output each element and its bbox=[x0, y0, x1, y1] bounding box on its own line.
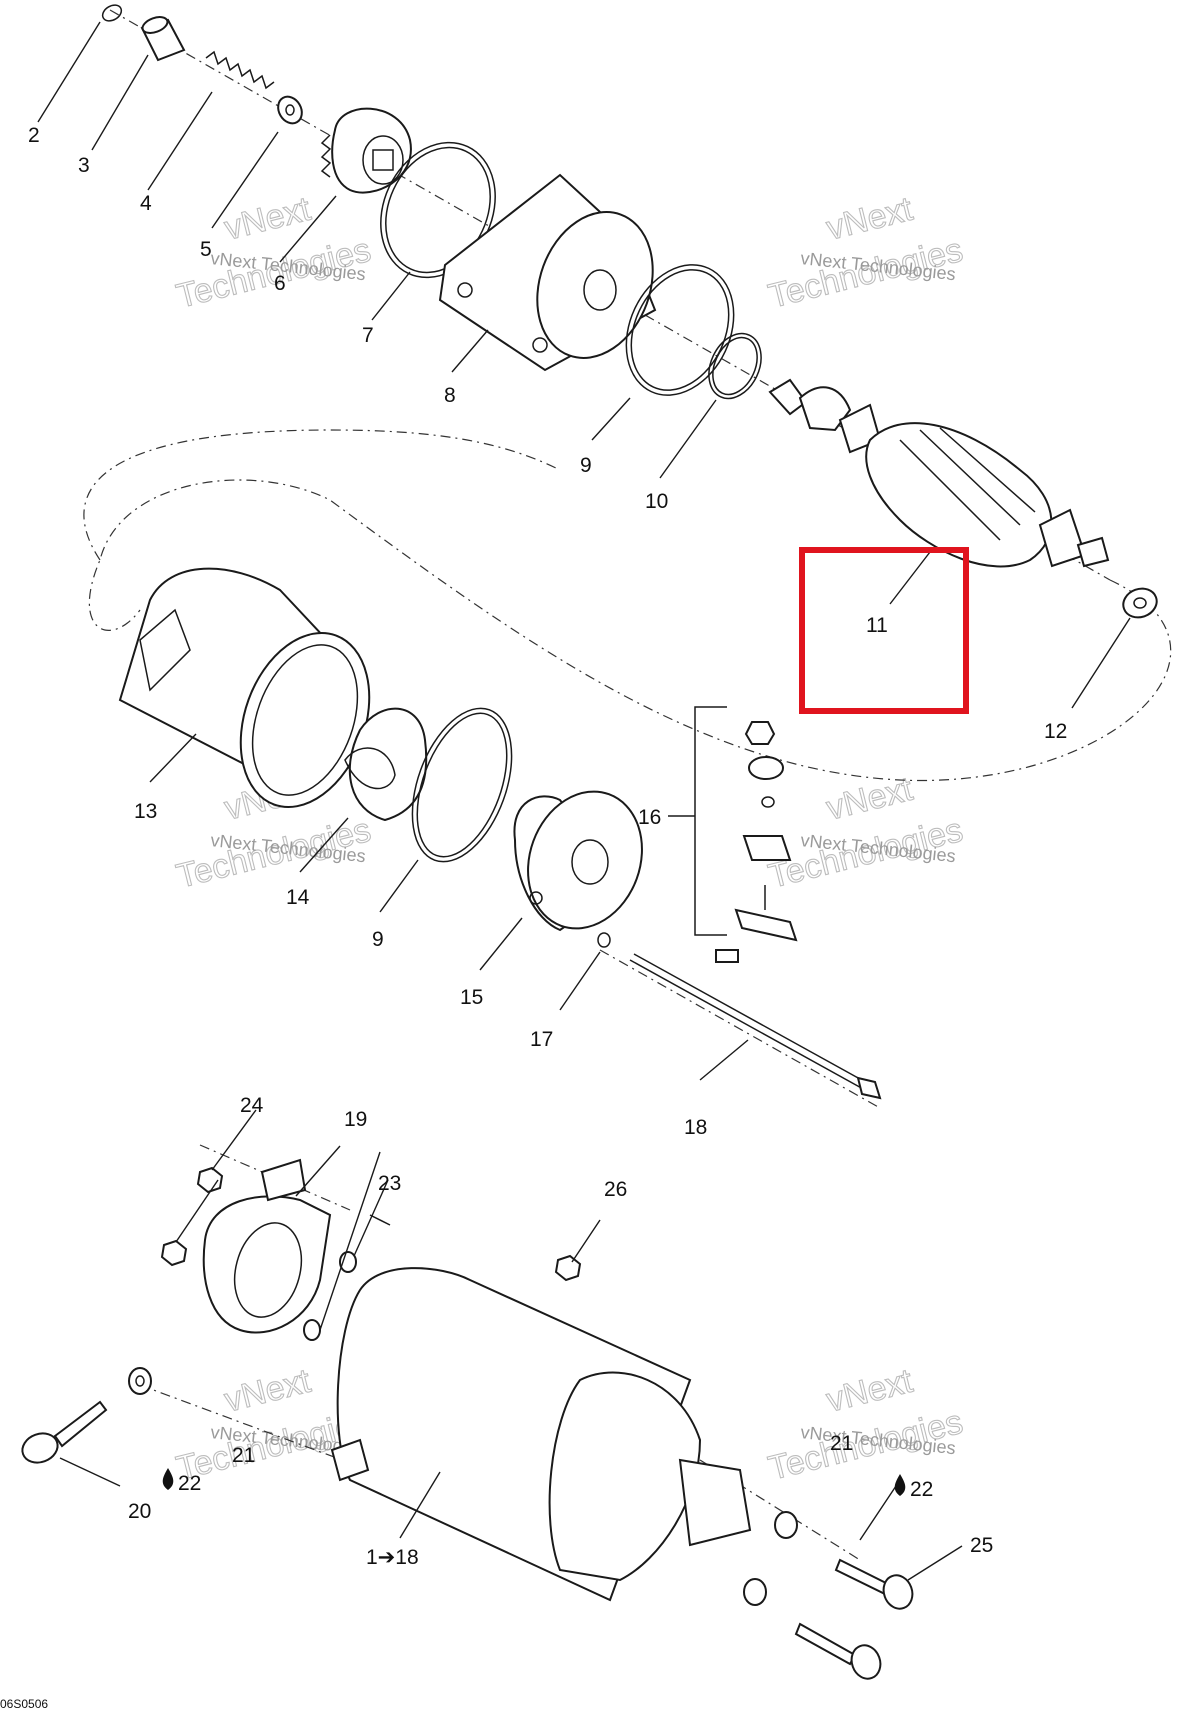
callout-19: 19 bbox=[344, 1108, 367, 1131]
brush-plate-part-14 bbox=[344, 707, 428, 822]
callout-7: 7 bbox=[362, 324, 374, 347]
mounting-bracket-part-19 bbox=[202, 1158, 332, 1334]
highlight-box-part-11 bbox=[799, 547, 969, 714]
watermark-bottom-right: vNext Technologies vNext Technologies bbox=[764, 1361, 967, 1488]
callout-24: 24 bbox=[240, 1094, 264, 1117]
svg-text:22: 22 bbox=[910, 1478, 933, 1501]
svg-text:22: 22 bbox=[178, 1472, 201, 1495]
washer-part-12 bbox=[1122, 587, 1158, 619]
callout-labels: 2 3 4 5 6 7 8 9 10 11 12 13 14 9 15 16 1… bbox=[28, 124, 1067, 1569]
callout-8: 8 bbox=[444, 384, 456, 407]
callout-22-left: 22 bbox=[162, 1468, 201, 1495]
armature-part-11 bbox=[768, 378, 1110, 568]
nut-part-24-lower bbox=[160, 1239, 188, 1267]
bolt-part-25-lower bbox=[794, 1622, 882, 1680]
callout-2: 2 bbox=[28, 124, 40, 147]
leader-lines bbox=[37, 21, 1131, 1581]
nut-part-26 bbox=[554, 1254, 582, 1282]
ring-part-10 bbox=[708, 332, 762, 400]
callout-17: 17 bbox=[530, 1028, 553, 1051]
svg-text:vNext: vNext bbox=[823, 1362, 917, 1420]
assembly-axis-tierod bbox=[599, 949, 881, 1109]
callout-4: 4 bbox=[140, 192, 152, 215]
o-ring-part-9-top bbox=[625, 264, 735, 396]
callout-21-left: 21 bbox=[232, 1444, 255, 1467]
svg-text:vNext: vNext bbox=[823, 770, 917, 828]
callout-16: 16 bbox=[638, 806, 661, 829]
o-ring-part-9-middle bbox=[411, 707, 513, 863]
callout-10: 10 bbox=[645, 490, 668, 513]
drive-pinion-part-6 bbox=[320, 107, 412, 194]
svg-text:vNext: vNext bbox=[823, 190, 917, 248]
circlip-part-2 bbox=[101, 4, 123, 22]
callout-23: 23 bbox=[378, 1172, 401, 1195]
washer-part-21-left bbox=[128, 1367, 152, 1395]
callout-20: 20 bbox=[128, 1500, 151, 1523]
callout-15: 15 bbox=[460, 986, 483, 1009]
callout-25: 25 bbox=[970, 1534, 993, 1557]
washer-part-23-lower bbox=[303, 1319, 321, 1341]
callout-1-to-18: 1➔18 bbox=[366, 1546, 419, 1569]
nut-part-24-upper bbox=[196, 1166, 224, 1194]
svg-text:vNext: vNext bbox=[221, 1362, 315, 1420]
watermark-mid-right: vNext Technologies vNext Technologies bbox=[764, 769, 967, 896]
drawing-code: 06S0506 bbox=[0, 1697, 48, 1711]
sleeve-part-3 bbox=[140, 16, 186, 62]
callout-21-right: 21 bbox=[830, 1432, 853, 1455]
callout-12: 12 bbox=[1044, 720, 1067, 743]
oil-drop-icon bbox=[162, 1468, 174, 1490]
callout-6: 6 bbox=[274, 272, 286, 295]
callout-9-top: 9 bbox=[580, 454, 592, 477]
washer-part-5 bbox=[277, 95, 303, 125]
end-cover-part-15 bbox=[513, 790, 643, 932]
callout-9-middle: 9 bbox=[372, 928, 384, 951]
callout-22-right: 22 bbox=[894, 1474, 933, 1501]
washer-part-17 bbox=[597, 932, 611, 948]
starter-assembly-part-1-18 bbox=[330, 1214, 752, 1602]
callout-5: 5 bbox=[200, 238, 212, 261]
yoke-housing-part-13 bbox=[118, 567, 371, 809]
watermark-top-right: vNext Technologies vNext Technologies bbox=[764, 189, 967, 316]
tie-rod-part-18 bbox=[629, 953, 882, 1100]
callout-3: 3 bbox=[78, 154, 90, 177]
callout-13: 13 bbox=[134, 800, 157, 823]
bolt-part-20 bbox=[21, 1400, 108, 1464]
svg-text:vNext: vNext bbox=[221, 190, 315, 248]
callout-18: 18 bbox=[684, 1116, 707, 1139]
spring-part-4 bbox=[205, 50, 275, 90]
bolt-part-25-upper bbox=[834, 1558, 914, 1610]
callout-26: 26 bbox=[604, 1178, 627, 1201]
front-housing-part-8 bbox=[438, 173, 657, 372]
oil-drop-icon bbox=[894, 1474, 906, 1496]
assembly-loop bbox=[83, 429, 1172, 782]
terminal-kit-part-16 bbox=[668, 706, 798, 963]
callout-14: 14 bbox=[286, 886, 310, 909]
washer-part-21-right bbox=[743, 1511, 798, 1606]
callout-11: 11 bbox=[866, 614, 888, 637]
